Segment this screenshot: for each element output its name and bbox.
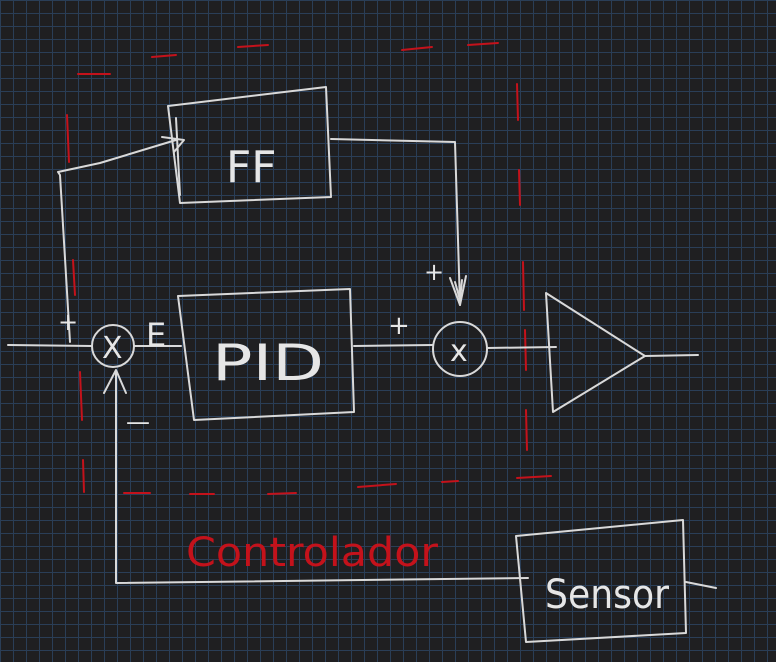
ff-input-plus-sign: +	[424, 258, 444, 286]
sensor-block: Sensor	[515, 519, 717, 643]
error-label: E	[146, 316, 166, 354]
summing-junction-2: x	[432, 321, 488, 377]
ff-block: FF	[167, 86, 332, 204]
sum2-symbol: x	[450, 334, 468, 369]
pid-output-plus-sign: +	[388, 311, 410, 341]
controller-boundary: Controlador	[66, 42, 552, 576]
sum1-symbol: X	[102, 331, 123, 366]
plant-triangle	[545, 292, 699, 413]
pid-label: PID	[212, 334, 324, 392]
signal-lines	[7, 117, 557, 584]
signs: + — E + +	[58, 258, 444, 436]
pid-block: PID	[177, 288, 355, 421]
summing-junction-1: X	[91, 324, 135, 368]
controller-label: Controlador	[186, 530, 439, 576]
sensor-label: Sensor	[545, 572, 670, 618]
feedback-minus-sign: —	[126, 408, 150, 436]
ff-label: FF	[226, 142, 277, 193]
input-plus-sign: +	[58, 308, 78, 336]
